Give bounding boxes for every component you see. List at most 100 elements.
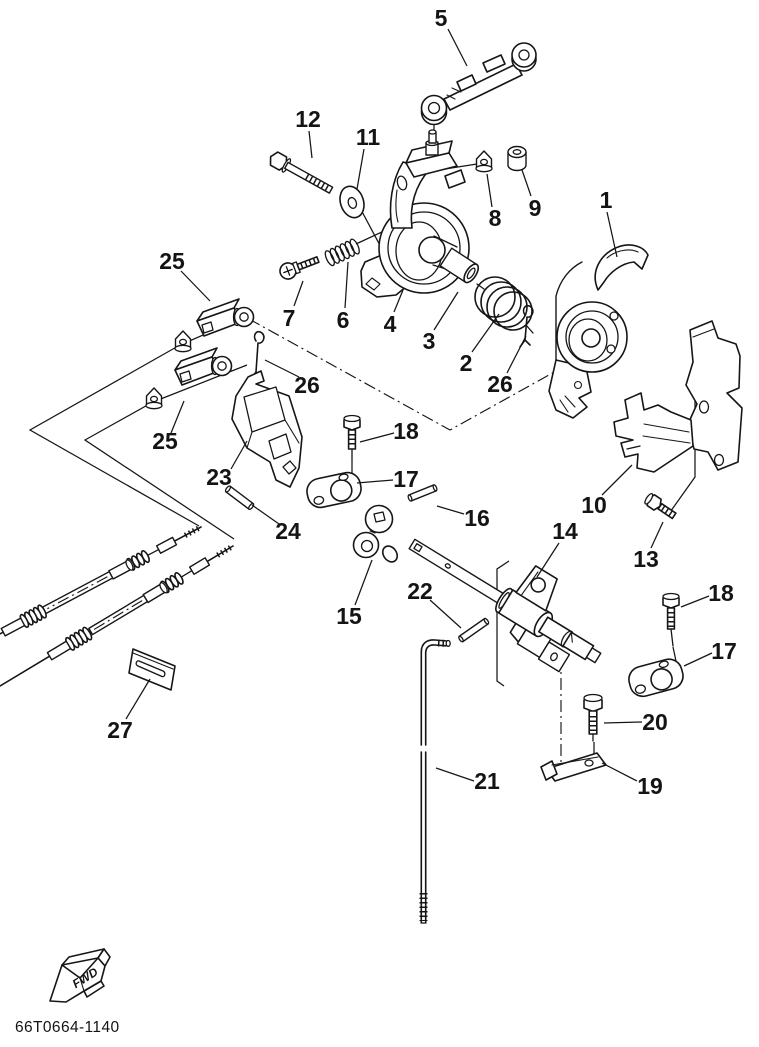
callout-number-4: 4	[384, 311, 397, 337]
callout-number-2: 2	[460, 350, 473, 376]
callout-leader-26	[506, 335, 527, 374]
part-10-cable-bracket	[613, 392, 694, 473]
callout-number-9: 9	[529, 195, 542, 221]
callout-number-14: 14	[552, 518, 578, 544]
callout-leader-21	[435, 767, 475, 782]
part-4-throttle-bracket	[360, 129, 470, 298]
part-10-rear-plate	[685, 320, 743, 471]
callout-leader-24	[251, 504, 280, 525]
callout-number-27: 27	[107, 717, 133, 743]
callout-number-17: 17	[711, 638, 737, 664]
callout-number-26: 26	[294, 372, 320, 398]
callout-number-19: 19	[637, 773, 663, 799]
callout-leader-27	[125, 678, 151, 720]
callout-number-12: 12	[295, 106, 321, 132]
part-5-joint-link	[420, 42, 537, 126]
cable-adjuster-nut-lower	[145, 387, 163, 410]
callout-number-18: 18	[393, 418, 419, 444]
part-15-joint-lever	[352, 504, 399, 563]
part-21-throttle-rod	[419, 639, 451, 924]
part-14-shaft-assembly	[408, 538, 602, 673]
callout-leader-19	[601, 762, 638, 782]
callout-leader-10	[601, 464, 633, 496]
callout-leader-20	[603, 721, 643, 724]
callout-number-3: 3	[423, 328, 436, 354]
part-13-screw	[644, 493, 677, 520]
part-11-washer	[339, 185, 365, 219]
callout-leader-16	[436, 505, 465, 515]
drawing-code: 66T0664-1140	[15, 1019, 119, 1036]
callout-number-7: 7	[283, 305, 296, 331]
callout-leader-13	[650, 521, 664, 549]
part-17-clamp-left	[306, 471, 362, 509]
callout-leader-3	[433, 291, 459, 331]
callout-leader-1	[606, 211, 618, 258]
callout-layer: 5 12 11 8 9 1 25 7 6 432 26 26 25 23 24 18 17 16 15 14 22 10 1…	[107, 5, 737, 799]
part-19-plate	[540, 752, 607, 782]
cable-adjuster-nut-upper	[174, 330, 192, 353]
part-1-throttle-cam	[548, 244, 649, 419]
part-23-bracket	[231, 370, 303, 488]
throttle-cable-upper	[0, 525, 202, 651]
part-9-spacer	[507, 145, 527, 172]
callout-leader-11	[356, 148, 365, 190]
callout-leader-15	[354, 559, 373, 606]
callout-number-15: 15	[336, 603, 362, 629]
callout-number-20: 20	[642, 709, 668, 735]
part-12-bolt	[269, 151, 334, 194]
callout-leader-2	[471, 313, 500, 353]
callout-leader-18	[680, 595, 710, 608]
part-3-collar	[439, 247, 480, 284]
callout-leader-4	[393, 289, 404, 313]
fwd-direction-arrow: FWD	[49, 948, 111, 1003]
callout-number-6: 6	[337, 307, 350, 333]
part-16-pin	[407, 484, 438, 502]
throttle-cable-lower	[0, 545, 234, 687]
callout-leader-18	[359, 432, 395, 443]
callout-number-23: 23	[206, 464, 232, 490]
part-25-clevis-upper	[196, 298, 255, 337]
part-24-pin	[224, 485, 255, 511]
callout-leader-26	[264, 359, 300, 378]
callout-leader-14	[536, 542, 560, 578]
callout-leader-22	[429, 599, 462, 629]
callout-leader-17	[356, 479, 394, 484]
part-7-screw	[279, 256, 320, 280]
callout-number-8: 8	[489, 205, 502, 231]
callout-leader-17	[683, 652, 713, 667]
callout-number-25: 25	[152, 428, 178, 454]
callout-leader-12	[308, 130, 313, 159]
callout-number-5: 5	[435, 5, 448, 31]
callout-number-24: 24	[275, 518, 301, 544]
callout-number-10: 10	[581, 492, 607, 518]
part-22-pin	[458, 617, 490, 643]
callout-number-11: 11	[356, 124, 381, 150]
callout-leader-7	[293, 280, 304, 307]
callout-leader-5	[447, 28, 468, 67]
part-18-screw-left	[343, 414, 361, 461]
callout-leader-6	[344, 261, 349, 309]
callout-number-16: 16	[464, 505, 490, 531]
part-2-spring	[474, 276, 534, 334]
part-18-screw-right	[662, 592, 680, 647]
callout-number-21: 21	[474, 768, 500, 794]
callout-number-25: 25	[159, 248, 185, 274]
part-8-nut	[475, 150, 493, 173]
callout-number-1: 1	[600, 187, 613, 213]
callout-number-17: 17	[393, 466, 419, 492]
part-25-clevis-lower	[174, 347, 233, 386]
callout-leader-23	[230, 440, 248, 470]
part-6-spring	[324, 238, 360, 267]
part-27-plate	[128, 648, 176, 691]
part-17-clamp-right	[628, 658, 684, 698]
callout-leader-8	[486, 173, 493, 208]
callout-number-26: 26	[487, 371, 513, 397]
callout-leader-25	[170, 400, 185, 434]
callout-leader-25	[180, 270, 211, 302]
callout-leader-9	[521, 169, 532, 197]
callout-number-22: 22	[407, 578, 433, 604]
callout-number-18: 18	[708, 580, 734, 606]
part-20-screw	[583, 693, 603, 742]
